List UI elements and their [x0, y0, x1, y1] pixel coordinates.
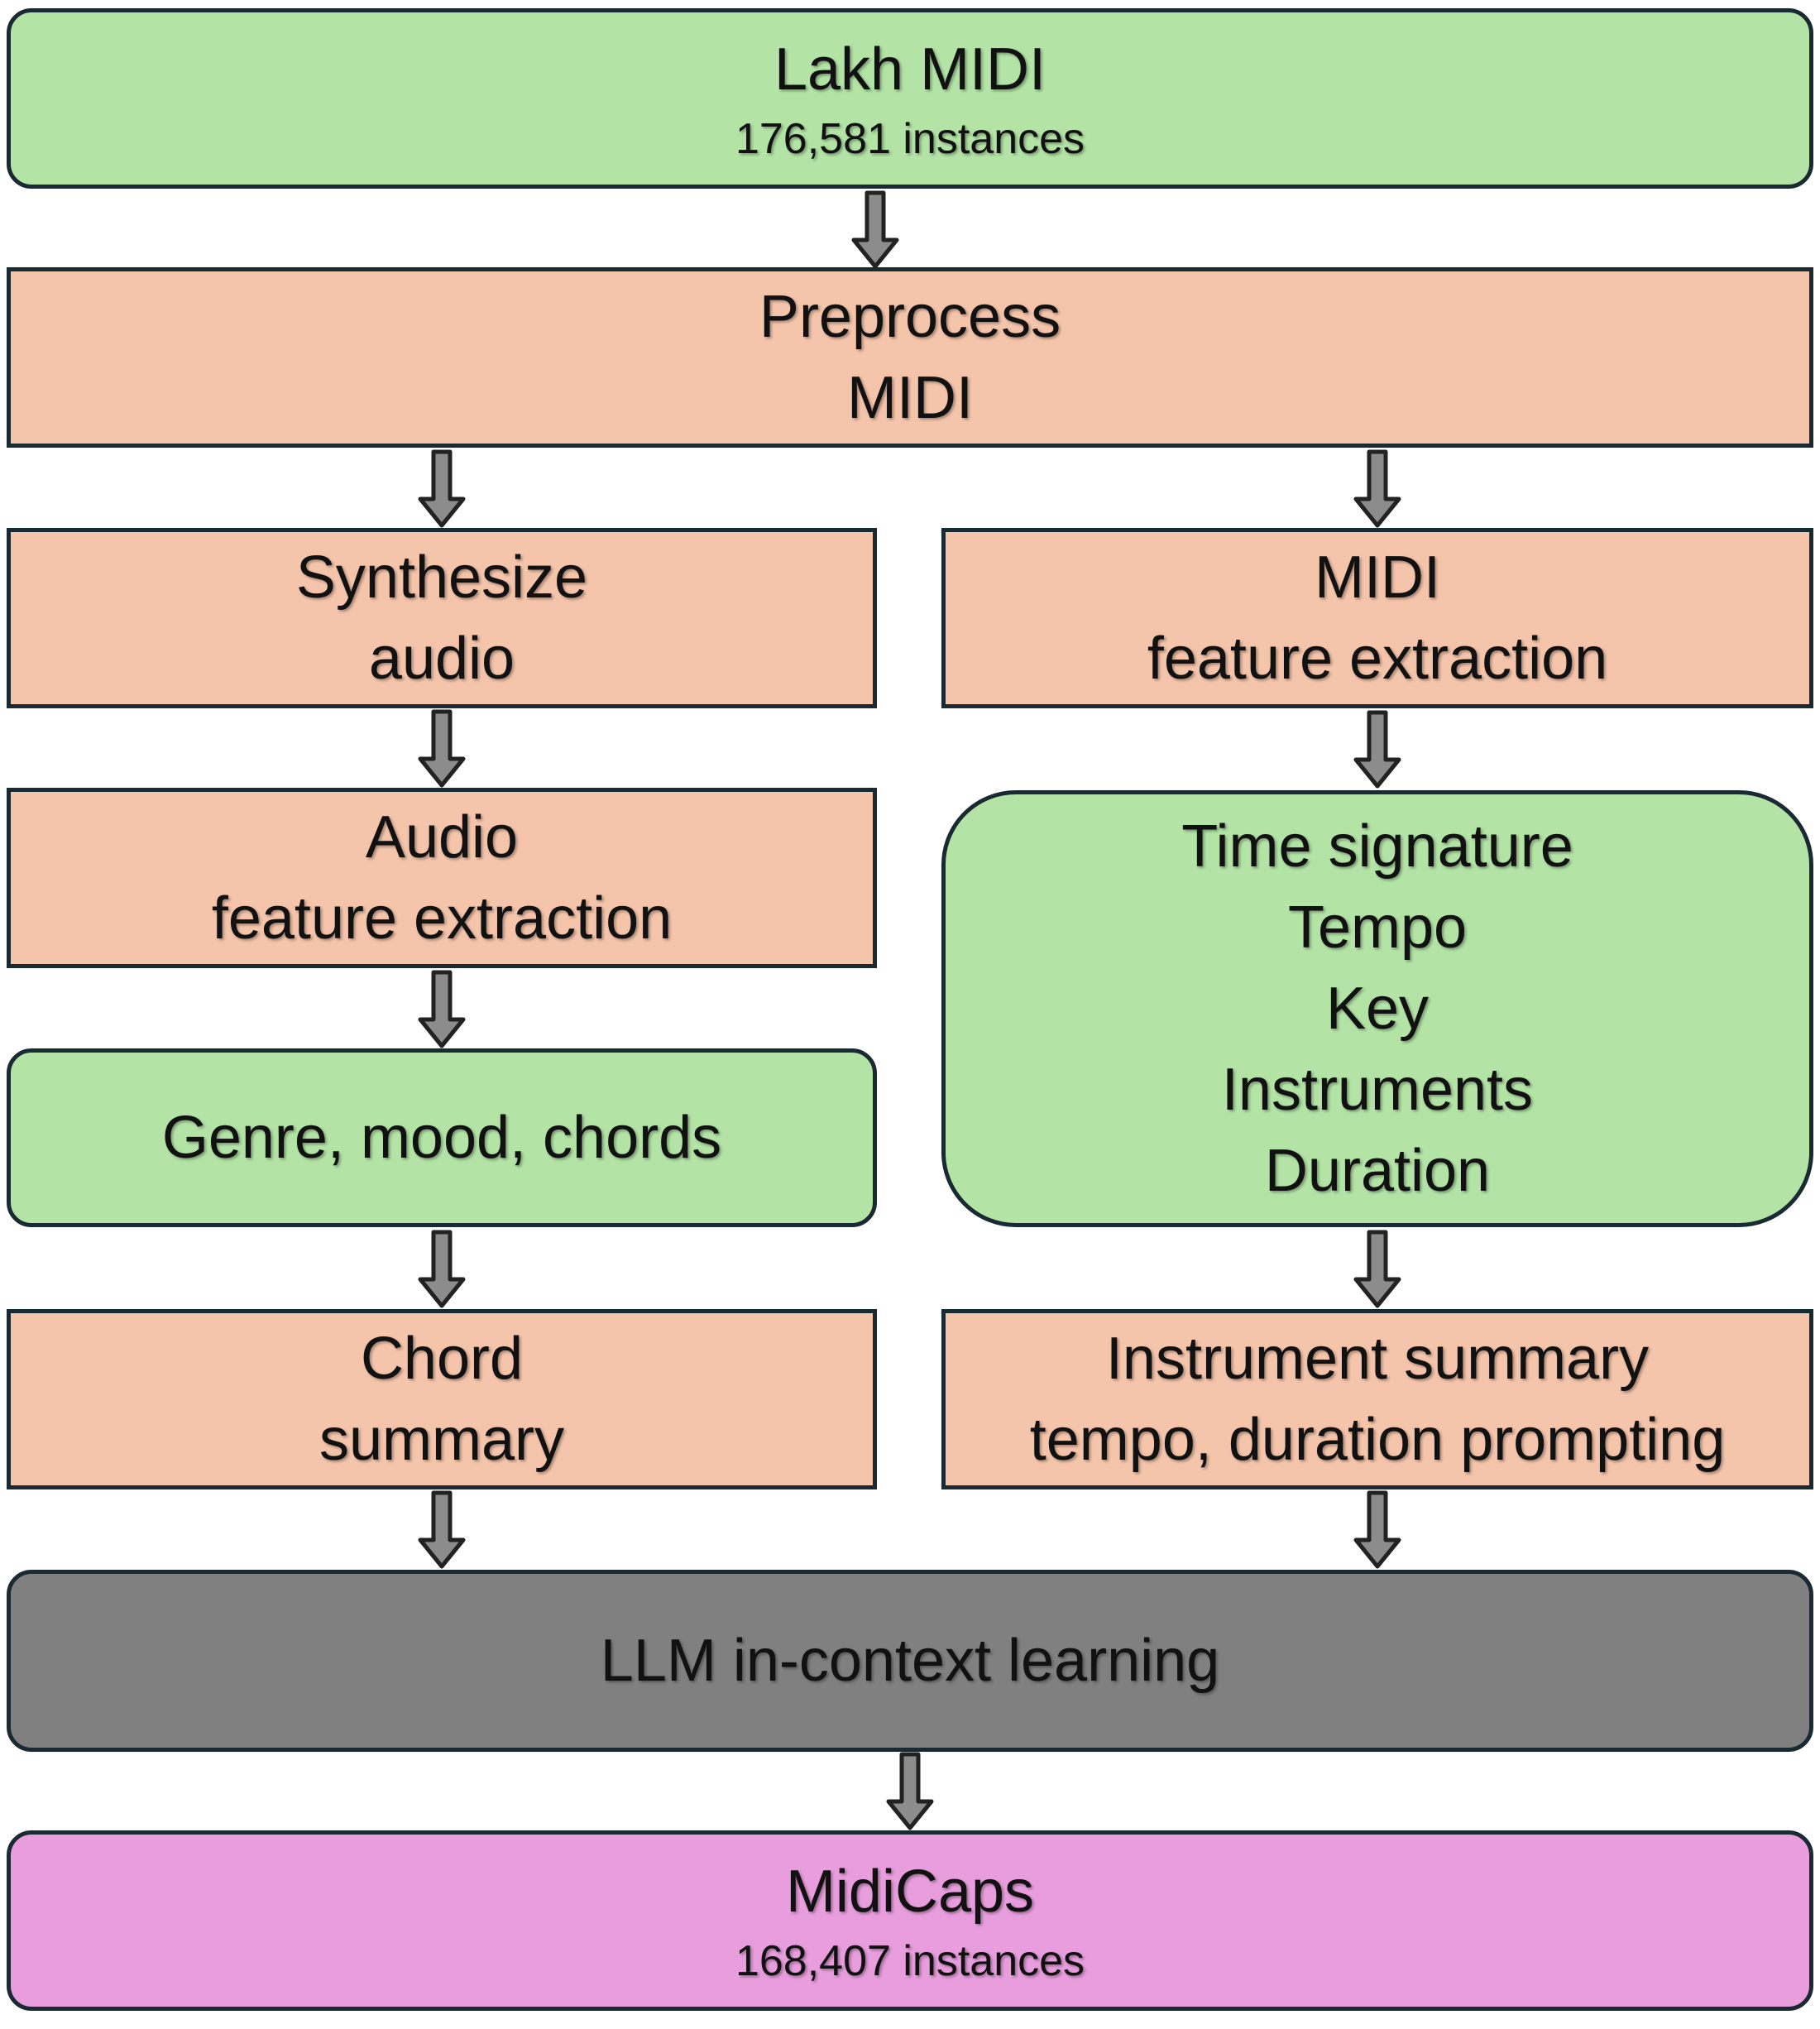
midi-output-item: Tempo — [1287, 895, 1468, 961]
node-instrument-summary-line2: tempo, duration prompting — [1029, 1407, 1726, 1473]
arrow-down-icon — [418, 709, 466, 788]
node-llm-in-context-learning: LLM in-context learning — [7, 1570, 1813, 1752]
arrow-down-icon — [418, 449, 466, 528]
node-lakh-midi: Lakh MIDI 176,581 instances — [7, 8, 1813, 189]
arrow-down-icon — [1353, 449, 1401, 528]
arrow-down-icon — [851, 190, 899, 269]
midi-output-item: Duration — [1264, 1138, 1491, 1204]
node-chord-summary-line1: Chord — [360, 1326, 524, 1392]
node-audio-features-line1: Audio — [365, 804, 519, 871]
node-llm-label: LLM in-context learning — [600, 1628, 1220, 1694]
arrow-down-icon — [1353, 1490, 1401, 1569]
node-lakh-midi-title: Lakh MIDI — [774, 36, 1046, 103]
node-audio-features-line2: feature extraction — [211, 885, 673, 952]
arrow-down-icon — [1353, 710, 1401, 789]
node-lakh-midi-subtitle: 176,581 instances — [735, 115, 1085, 163]
midi-output-item: Instruments — [1221, 1057, 1534, 1123]
node-synthesize-line1: Synthesize — [295, 544, 588, 611]
node-genre-mood-chords: Genre, mood, chords — [7, 1048, 877, 1227]
node-midi-features-line1: MIDI — [1315, 544, 1440, 611]
node-midicaps-subtitle: 168,407 instances — [735, 1937, 1085, 1985]
node-chord-summary: Chord summary — [7, 1309, 877, 1489]
arrow-down-icon — [1353, 1230, 1401, 1308]
node-audio-feature-extraction: Audio feature extraction — [7, 788, 877, 968]
node-preprocess-line1: Preprocess — [759, 284, 1061, 350]
arrow-down-icon — [418, 1490, 466, 1569]
node-midi-feature-extraction: MIDI feature extraction — [941, 528, 1813, 708]
midi-output-item: Time signature — [1181, 813, 1573, 880]
node-preprocess-line2: MIDI — [847, 365, 973, 431]
node-midicaps-title: MidiCaps — [785, 1859, 1035, 1925]
midi-output-item: Key — [1325, 976, 1430, 1042]
arrow-down-icon — [886, 1752, 934, 1830]
node-genre-mood-chords-label: Genre, mood, chords — [161, 1105, 722, 1171]
node-synthesize-audio: Synthesize audio — [7, 528, 877, 708]
arrow-down-icon — [418, 970, 466, 1048]
node-preprocess-midi: Preprocess MIDI — [7, 267, 1813, 448]
node-midi-features-line2: feature extraction — [1147, 626, 1608, 692]
node-chord-summary-line2: summary — [318, 1407, 564, 1473]
node-instrument-summary: Instrument summary tempo, duration promp… — [941, 1309, 1813, 1489]
arrow-down-icon — [418, 1230, 466, 1308]
node-midi-outputs: Time signature Tempo Key Instruments Dur… — [941, 790, 1813, 1227]
node-synthesize-line2: audio — [368, 626, 515, 692]
node-midicaps: MidiCaps 168,407 instances — [7, 1830, 1813, 2011]
node-instrument-summary-line1: Instrument summary — [1105, 1326, 1650, 1392]
